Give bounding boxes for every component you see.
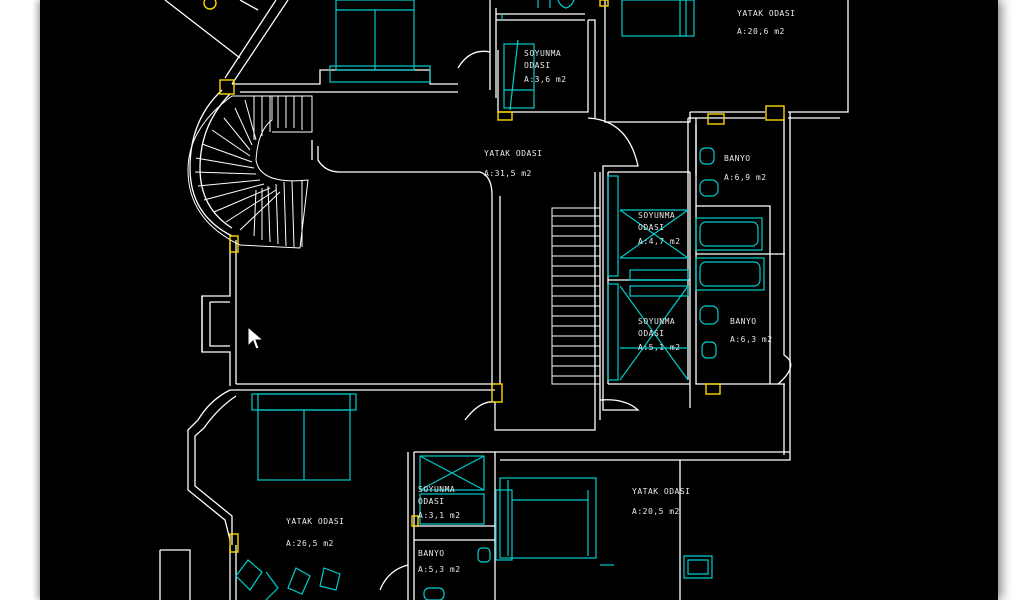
mouse-cursor-icon xyxy=(247,326,265,350)
furniture xyxy=(235,0,765,600)
room-label-yatak-hall: YATAK ODASI xyxy=(484,149,543,158)
room-label-soyunma-mid-1-2: ODASI xyxy=(638,223,665,232)
room-label-yatak-top-right: YATAK ODASI xyxy=(737,9,796,18)
room-area-yatak-bottom-right: A:20,5 m2 xyxy=(632,507,680,516)
walls xyxy=(159,0,849,600)
room-label-soyunma-top: SOYUNMA xyxy=(524,49,562,58)
room-area-banyo-bottom: A:5,3 m2 xyxy=(418,565,461,574)
room-label-soyunma-mid-2: SOYUNMA xyxy=(638,317,676,326)
room-area-soyunma-bottom: A:3,1 m2 xyxy=(418,511,461,520)
cad-viewport[interactable]: YATAK ODASI A:20,6 m2 SOYUNMA ODASI A:3,… xyxy=(40,0,998,600)
straight-staircase xyxy=(551,207,601,385)
room-area-soyunma-top: A:3,6 m2 xyxy=(524,75,567,84)
room-area-yatak-hall: A:31,5 m2 xyxy=(484,169,532,178)
room-label-yatak-bottom-right: YATAK ODASI xyxy=(632,487,691,496)
room-label-banyo-bottom: BANYO xyxy=(418,549,445,558)
room-area-yatak-top-right: A:20,6 m2 xyxy=(737,27,785,36)
room-label-soyunma-bottom-2: ODASI xyxy=(418,497,445,506)
room-area-soyunma-mid-2: A:5,1 m2 xyxy=(638,343,681,352)
room-area-soyunma-mid-1: A:4,7 m2 xyxy=(638,237,681,246)
door-markers xyxy=(203,0,785,553)
room-label-soyunma-mid-1: SOYUNMA xyxy=(638,211,676,220)
room-label-soyunma-top-2: ODASI xyxy=(524,61,551,70)
room-area-banyo-mid: A:6,3 m2 xyxy=(730,335,773,344)
room-label-banyo-upper: BANYO xyxy=(724,154,751,163)
room-area-banyo-upper: A:6,9 m2 xyxy=(724,173,767,182)
room-label-soyunma-bottom: SOYUNMA xyxy=(418,485,456,494)
spiral-staircase xyxy=(187,95,313,249)
room-label-yatak-bottom-left: YATAK ODASI xyxy=(286,517,345,526)
room-label-soyunma-mid-2-2: ODASI xyxy=(638,329,665,338)
room-area-yatak-bottom-left: A:26,5 m2 xyxy=(286,539,334,548)
floor-plan-drawing xyxy=(159,0,849,600)
room-label-banyo-mid: BANYO xyxy=(730,317,757,326)
